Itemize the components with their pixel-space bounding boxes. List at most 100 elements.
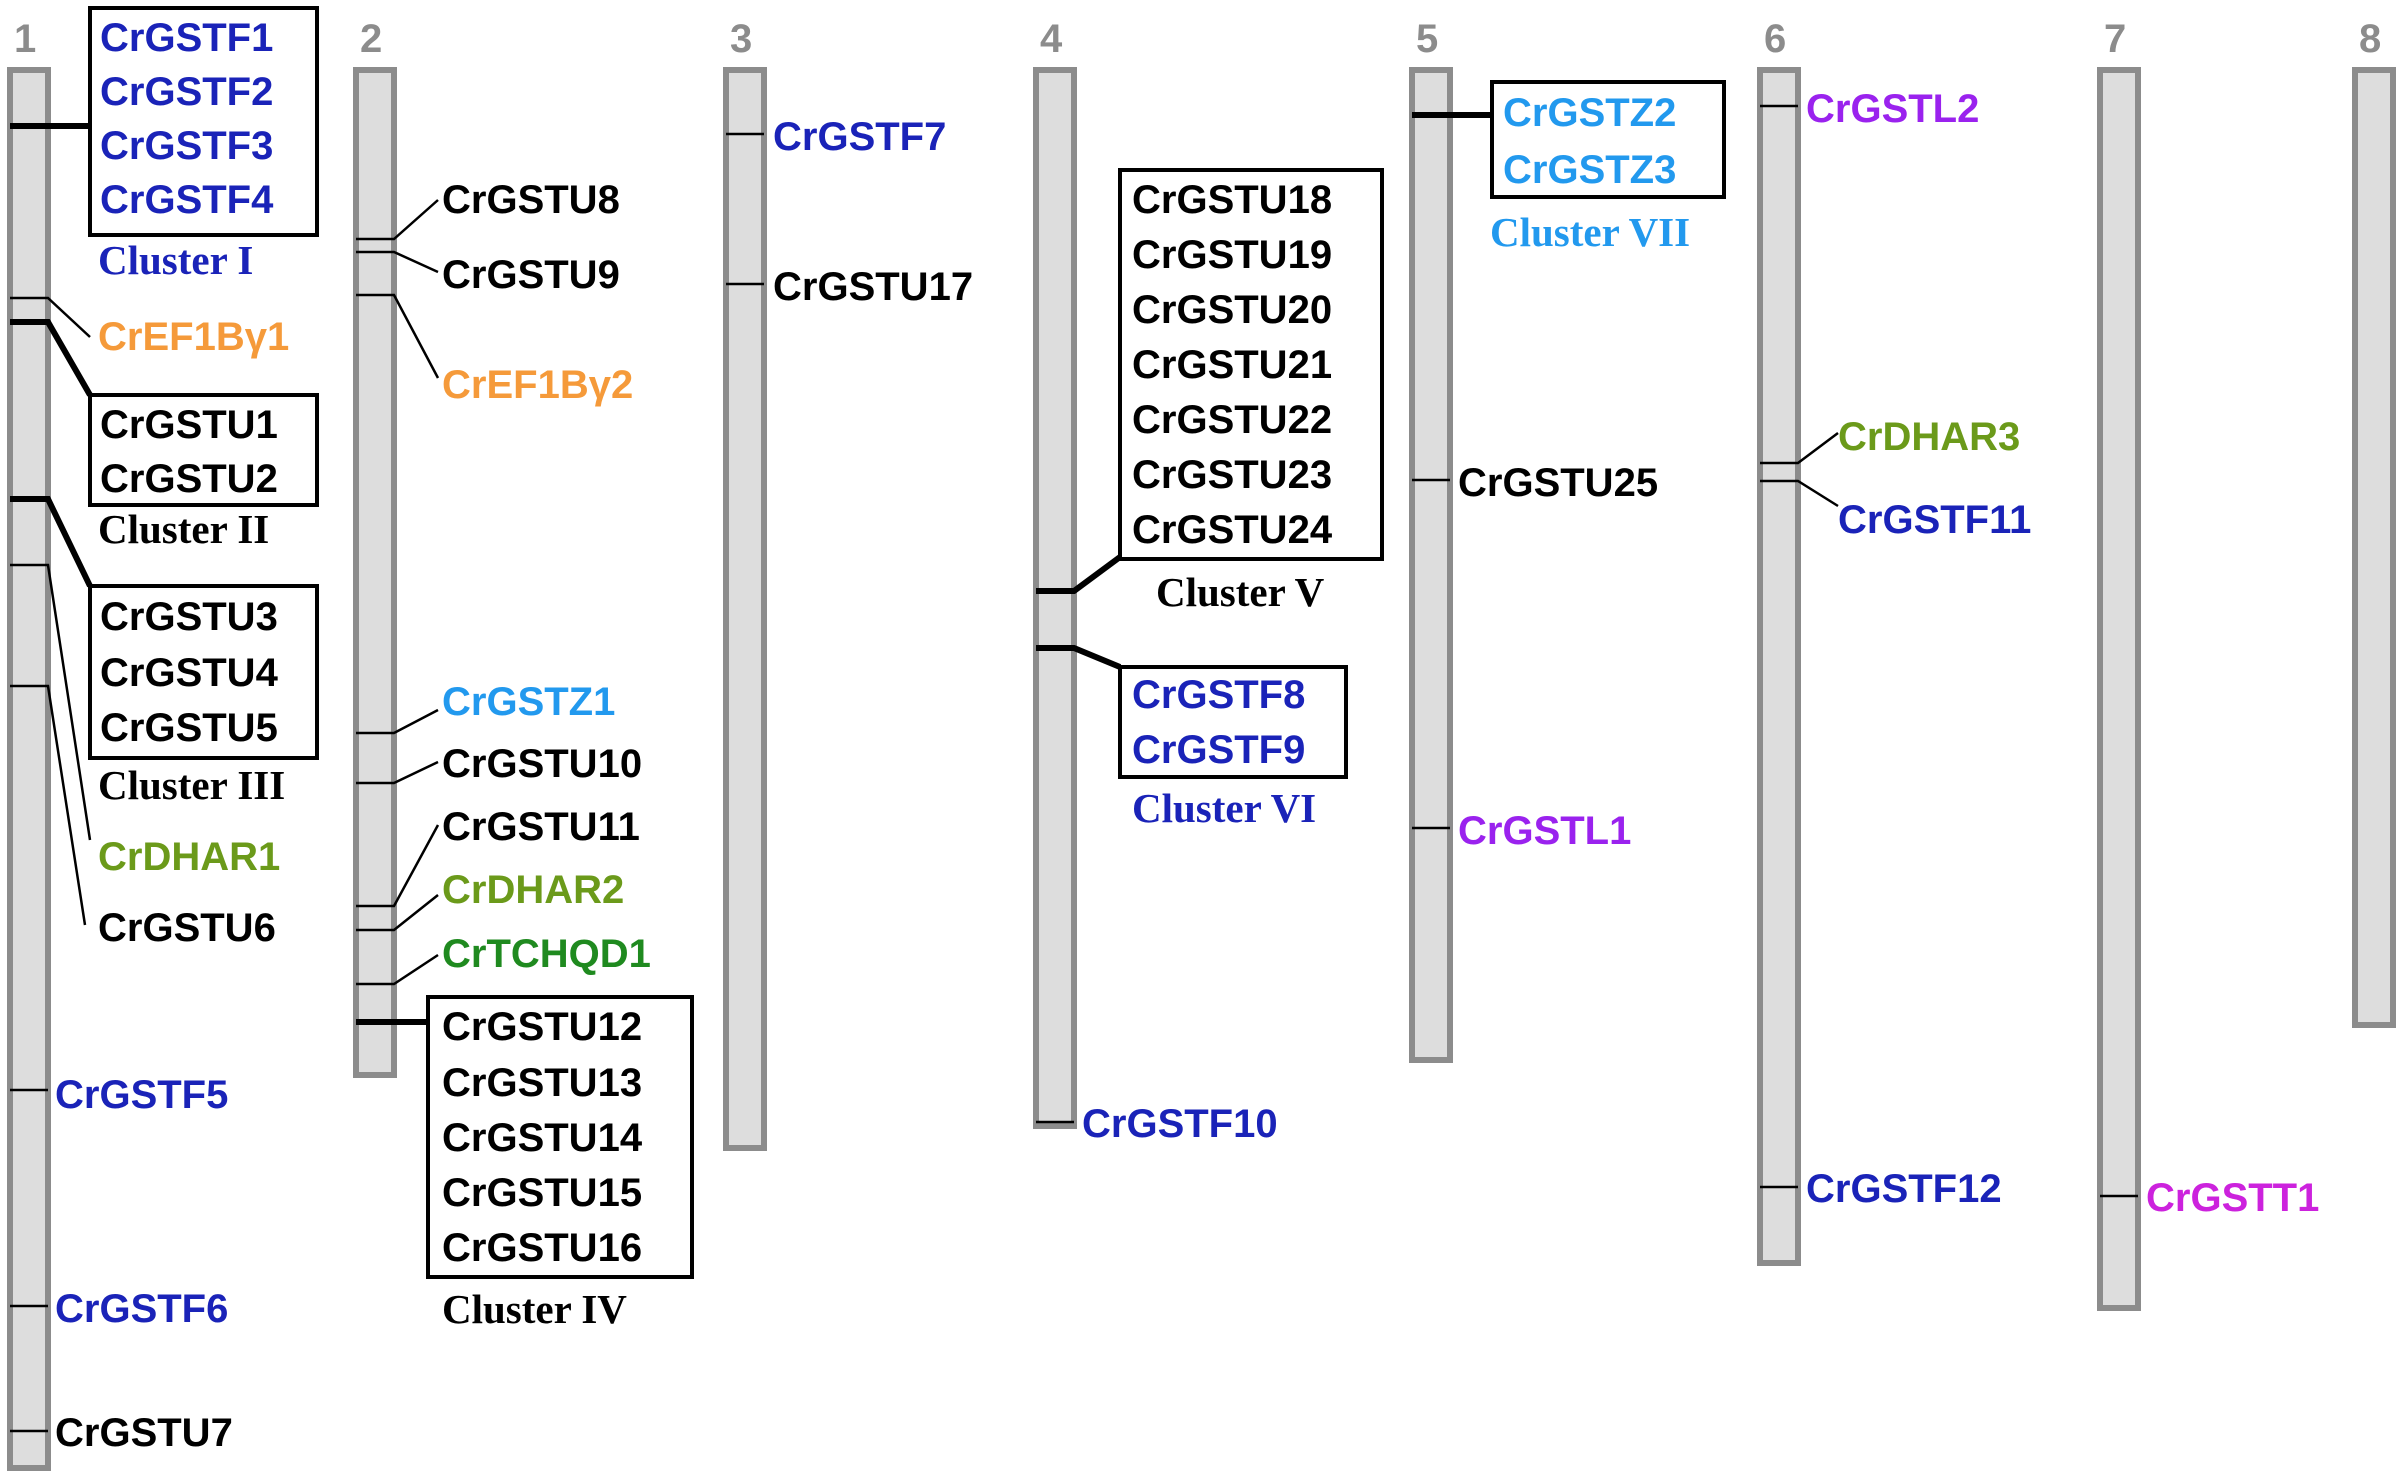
gene-crgstu17: CrGSTU17 [773,265,973,309]
gene-crgstu25: CrGSTU25 [1458,461,1658,505]
gene-marker [10,496,93,588]
gene-crgstz3: CrGSTZ3 [1503,148,1676,192]
cluster-iv-label: Cluster IV [442,1286,627,1332]
gene-marker [10,563,92,841]
gene-marker [356,199,439,241]
gene-crefb1-gamma1: CrEF1Bγ1 [98,315,289,359]
gene-crgstf6: CrGSTF6 [55,1287,228,1331]
cluster-vii-box [1490,80,1726,199]
cluster-i-label: Cluster I [98,237,253,283]
chromosome-7 [2097,67,2141,1311]
gene-crgstu23: CrGSTU23 [1132,453,1332,497]
gene-crgstf2: CrGSTF2 [100,70,273,114]
gene-crgstu8: CrGSTU8 [442,178,620,222]
gene-marker [356,250,439,274]
chromosome-6-annotations: CrGSTL2 CrDHAR3 CrGSTF11 CrGSTF12 [1760,87,2031,1211]
gene-crgstu11: CrGSTU11 [442,805,640,849]
chromosome-1-label: 1 [14,17,36,61]
chromosome-2-annotations: CrGSTU8 CrGSTU9 CrEF1Bγ2 CrGSTZ1 CrGSTU1… [356,178,694,1332]
gene-marker [1760,479,1839,508]
cluster-vi-label: Cluster VI [1132,785,1316,831]
gene-crgstu13: CrGSTU13 [442,1061,642,1105]
gene-crgstu19: CrGSTU19 [1132,233,1332,277]
gene-crgstu21: CrGSTU21 [1132,343,1332,387]
gene-crgstf1: CrGSTF1 [100,16,273,60]
gene-crgstt1: CrGSTT1 [2146,1176,2319,1220]
gene-crgstu12: CrGSTU12 [442,1005,642,1049]
gene-marker [356,953,439,986]
gene-marker [1036,645,1122,670]
gene-marker [1036,554,1122,594]
gene-crgstf11: CrGSTF11 [1838,498,2031,542]
gene-marker [1760,432,1839,465]
chromosome-4-label: 4 [1040,17,1063,61]
gene-marker [356,894,439,932]
gene-crgstu4: CrGSTU4 [100,651,279,695]
cluster-iv-box [426,995,694,1279]
chromosome-8 [2352,67,2396,1028]
chromosome-4-annotations: CrGSTU18 CrGSTU19 CrGSTU20 CrGSTU21 CrGS… [1036,168,1384,1146]
chromosome-7-label: 7 [2104,17,2126,61]
cluster-vii-label: Cluster VII [1490,209,1690,255]
chromosome-1-annotations: CrGSTF1 CrGSTF2 CrGSTF3 CrGSTF4 Cluster … [10,6,319,1455]
cluster-iii-label: Cluster III [98,762,285,808]
gene-crgstz1: CrGSTZ1 [442,680,615,724]
gene-crdhar1: CrDHAR1 [98,835,280,879]
gene-crgstl1: CrGSTL1 [1458,809,1631,853]
gene-crgstu2: CrGSTU2 [100,457,278,501]
gene-crgstu10: CrGSTU10 [442,742,642,786]
gene-crdhar3: CrDHAR3 [1838,415,2020,459]
gene-crgstf9: CrGSTF9 [1132,728,1305,772]
gene-marker [356,708,439,735]
gene-crgstu6: CrGSTU6 [98,906,276,950]
chromosome-5 [1409,67,1453,1063]
gene-crgstz2: CrGSTZ2 [1503,91,1676,135]
gene-crgstu9: CrGSTU9 [442,253,620,297]
gene-crgstf10: CrGSTF10 [1082,1102,1278,1146]
gene-crgstf4: CrGSTF4 [100,178,274,222]
chromosome-6 [1757,67,1801,1266]
chromosome-7-annotations: CrGSTT1 [2100,1176,2319,1220]
gene-crgstu14: CrGSTU14 [442,1116,643,1160]
gene-crgstu16: CrGSTU16 [442,1226,642,1270]
gene-marker [356,293,440,379]
gene-crtchqd1: CrTCHQD1 [442,932,651,976]
gene-marker [10,296,91,338]
cluster-ii-box [88,393,319,507]
gene-crgstf5: CrGSTF5 [55,1073,228,1117]
gene-crgstl2: CrGSTL2 [1806,87,1979,131]
gene-crgstf12: CrGSTF12 [1806,1167,2002,1211]
gene-crgstu7: CrGSTU7 [55,1411,233,1455]
gene-crgstu18: CrGSTU18 [1132,178,1332,222]
gene-crgstu15: CrGSTU15 [442,1171,642,1215]
gene-crgstu3: CrGSTU3 [100,595,278,639]
gene-crgstu20: CrGSTU20 [1132,288,1332,332]
chromosome-5-annotations: CrGSTZ2 CrGSTZ3 Cluster VII CrGSTU25 CrG… [1412,80,1726,853]
gene-crgstf8: CrGSTF8 [1132,673,1305,717]
gene-crefb1-gamma2: CrEF1Bγ2 [442,363,633,407]
cluster-v-box [1118,168,1384,561]
gene-crgstf7: CrGSTF7 [773,115,946,159]
chromosome-8-label: 8 [2359,17,2381,61]
gene-marker [356,824,440,908]
gene-crgstu22: CrGSTU22 [1132,398,1332,442]
chromosome-2-label: 2 [360,17,382,61]
chromosome-4 [1033,67,1077,1129]
gene-marker [10,684,87,926]
gene-marker [10,319,93,397]
gene-crgstf3: CrGSTF3 [100,124,273,168]
chromosome-3 [723,67,767,1151]
chromosome-1 [7,67,51,1471]
gene-crgstu24: CrGSTU24 [1132,508,1333,552]
cluster-vi-box [1118,665,1348,779]
cluster-v-label: Cluster V [1156,569,1325,615]
cluster-i-box [88,6,319,237]
chromosome-6-label: 6 [1764,17,1786,61]
chromosome-3-label: 3 [730,17,752,61]
chromosome-2 [353,67,397,1078]
chromosome-3-annotations: CrGSTF7 CrGSTU17 [726,115,973,309]
gene-crgstu5: CrGSTU5 [100,706,278,750]
cluster-ii-label: Cluster II [98,506,269,552]
gene-marker [356,760,439,785]
